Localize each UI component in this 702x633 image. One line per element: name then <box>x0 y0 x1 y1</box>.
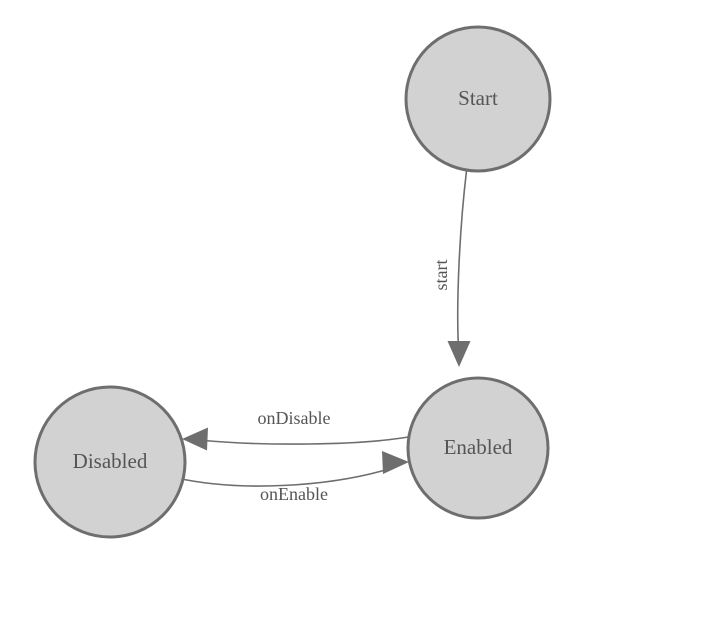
state-node-start-label: Start <box>458 86 498 110</box>
state-node-enabled-label: Enabled <box>444 435 513 459</box>
state-node-disabled-circle <box>33 385 187 539</box>
state-node-start-circle <box>404 25 552 173</box>
transition-enabled-to-disabled-path <box>198 435 415 445</box>
state-node-disabled-label: Disabled <box>73 449 148 473</box>
transition-enabled-to-disabled[interactable]: onDisable <box>182 408 415 451</box>
state-node-start[interactable]: Start <box>404 25 552 173</box>
transition-disabled-to-enabled-label: onEnable <box>260 484 328 504</box>
transition-start-to-enabled-arrowhead-icon <box>447 341 471 367</box>
transition-disabled-to-enabled-path <box>176 467 393 487</box>
transition-disabled-to-enabled[interactable]: onEnable <box>176 451 409 504</box>
state-node-disabled[interactable]: Disabled <box>33 385 187 539</box>
transition-disabled-to-enabled-arrowhead-icon <box>382 451 409 474</box>
state-node-enabled-circle <box>406 376 550 520</box>
state-node-enabled[interactable]: Enabled <box>406 376 550 520</box>
transition-start-to-enabled[interactable]: start <box>431 170 471 367</box>
transition-start-to-enabled-path <box>456 170 468 349</box>
transition-enabled-to-disabled-arrowhead-icon <box>182 427 208 451</box>
transition-enabled-to-disabled-label: onDisable <box>258 408 331 428</box>
transition-start-to-enabled-label: start <box>431 260 451 291</box>
